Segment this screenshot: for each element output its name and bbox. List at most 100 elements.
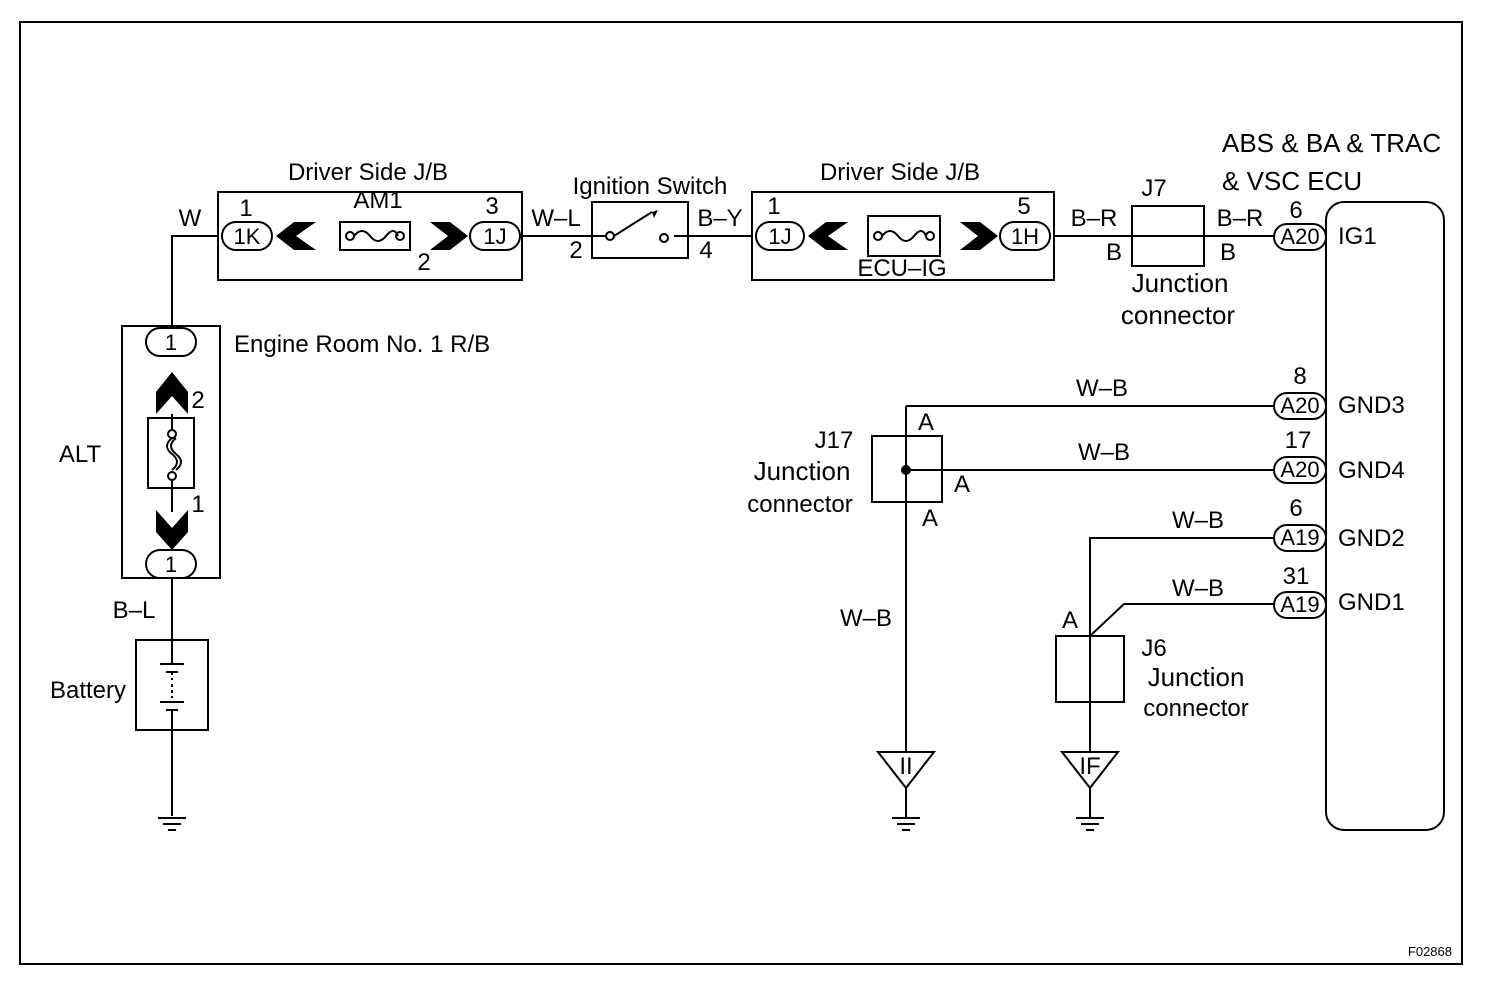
engine-room-top-pin: 2: [191, 387, 204, 414]
ignition-wire-out: B–Y: [697, 205, 742, 232]
j7-wire-in: B–R: [1071, 205, 1118, 232]
jb1-fuse-icon: [345, 230, 405, 242]
ecu-gnd3-wire: W–B: [1076, 375, 1128, 402]
ecu-ig1-connector: A20: [1280, 224, 1319, 249]
jb1-fuse-name: AM1: [353, 187, 402, 214]
ignition-pin-out: 4: [699, 237, 712, 264]
ignition-wire-in: W–L: [531, 205, 580, 232]
jb2-in-chevron-icon: [808, 222, 848, 250]
battery-wire: B–L: [113, 597, 156, 624]
ecu-terminal-gnd3: W–B 8 A20 GND3: [1076, 363, 1405, 420]
jb1-out-connector: 1J: [483, 224, 506, 249]
engine-room-relay-block: Engine Room No. 1 R/B 1 2 ALT 1 1: [59, 325, 490, 579]
ecu-gnd4-pin: 17: [1285, 427, 1312, 454]
j17-pin-top: A: [918, 409, 934, 436]
engine-room-fuse-name: ALT: [59, 441, 102, 468]
ignition-switch: Ignition Switch W–L 2 B–Y 4: [531, 173, 742, 264]
j7-id: J7: [1141, 175, 1166, 202]
ignition-switch-title: Ignition Switch: [573, 173, 728, 200]
jb2-fuse-name: ECU–IG: [857, 255, 946, 282]
ecu-gnd1-pin: 31: [1283, 563, 1310, 590]
battery-cell-icon: [160, 640, 184, 730]
engine-room-bottom-connector: 1: [165, 552, 177, 577]
ecu-terminal-gnd1: W–B 31 A19 GND1: [1172, 563, 1405, 619]
battery: B–L Battery: [50, 597, 209, 731]
engine-room-title: Engine Room No. 1 R/B: [234, 331, 490, 358]
figure-code: F02868: [1408, 944, 1452, 959]
jb1-title: Driver Side J/B: [288, 159, 448, 186]
jb1-out-pin: 3: [485, 193, 498, 220]
jb2-in-connector: 1J: [768, 224, 791, 249]
jb2-fuse-icon: [873, 230, 935, 242]
jb2-title: Driver Side J/B: [820, 159, 980, 186]
j6-junction-connector: A J6 Junction connector: [1055, 607, 1249, 722]
ecu-title-2: & VSC ECU: [1222, 166, 1362, 196]
ground-ii-symbol-icon: [892, 817, 920, 831]
ground-if-symbol-icon: [1076, 817, 1104, 831]
j7-label-1: Junction: [1132, 268, 1229, 298]
j17-id: J17: [815, 427, 854, 454]
engine-room-up-chevron-icon: [156, 372, 188, 414]
jb2-out-chevron-icon: [960, 222, 998, 250]
j17-pin-bottom: A: [922, 505, 938, 532]
battery-ground-icon: [158, 817, 186, 831]
j7-wire-in-2: B: [1106, 239, 1122, 266]
jb2-out-connector: 1H: [1011, 224, 1039, 249]
ecu-terminal-gnd2: W–B 6 A19 GND2: [1172, 495, 1405, 552]
ecu-gnd4-name: GND4: [1338, 457, 1405, 484]
j17-splice-dot-icon: [901, 465, 911, 475]
jb2-out-pin: 5: [1017, 193, 1030, 220]
ecu-terminal-ig1: B–R 6 A20 IG1: [1217, 197, 1377, 251]
ecu-terminal-gnd4: W–B 17 A20 GND4: [1078, 427, 1405, 484]
ecu-ig1-pin: 6: [1289, 197, 1302, 224]
jb1-in-chevron-icon: [276, 222, 316, 250]
ecu-gnd1-wire: W–B: [1172, 575, 1224, 602]
ecu-gnd3-pin: 8: [1293, 363, 1306, 390]
jb1-in-pin: 1: [239, 195, 252, 222]
diagram-frame: [19, 21, 1463, 965]
ground-if-label: IF: [1079, 753, 1100, 780]
ecu-gnd4-wire: W–B: [1078, 439, 1130, 466]
junction-block-2: Driver Side J/B 1 1J ECU–IG 5 1H: [751, 159, 1055, 282]
jb1-out-chevron-icon: [430, 222, 468, 250]
ecu-gnd3-name: GND3: [1338, 392, 1405, 419]
ecu-gnd2-pin: 6: [1289, 495, 1302, 522]
j17-label-2: connector: [747, 491, 852, 518]
j7-label-2: connector: [1121, 300, 1236, 330]
j17-label-1: Junction: [754, 456, 851, 486]
ground-ii: II: [875, 751, 937, 831]
ground-ii-label: II: [899, 753, 912, 780]
engine-room-top-connector: 1: [165, 330, 177, 355]
ecu-gnd1-connector: A19: [1280, 592, 1319, 617]
ecu-gnd2-name: GND2: [1338, 525, 1405, 552]
ecu-ig1-wire: B–R: [1217, 205, 1264, 232]
j6-id: J6: [1141, 635, 1166, 662]
j6-pin-top: A: [1062, 607, 1078, 634]
ecu-gnd1-name: GND1: [1338, 589, 1405, 616]
ecu-gnd3-connector: A20: [1280, 393, 1319, 418]
j7-junction-connector: J7 B–R B B Junction connector: [1071, 175, 1236, 330]
engine-room-down-chevron-icon: [156, 510, 188, 550]
j17-junction-connector: J17 Junction connector A A A W–B: [747, 409, 970, 632]
battery-label: Battery: [50, 677, 126, 704]
jb1-in-connector: 1K: [234, 224, 261, 249]
ecu-title-1: ABS & BA & TRAC: [1222, 128, 1441, 158]
j17-pin-right: A: [954, 471, 970, 498]
j7-wire-out-2: B: [1220, 239, 1236, 266]
ground-if: IF: [1059, 751, 1121, 831]
ecu-gnd2-wire: W–B: [1172, 507, 1224, 534]
ignition-pin-in: 2: [569, 237, 582, 264]
alt-fuse-icon: [166, 429, 182, 481]
j6-label-2: connector: [1143, 695, 1248, 722]
junction-block-1: Driver Side J/B 1 1K AM1 2 3 1J: [217, 159, 523, 281]
wires: [171, 235, 1274, 818]
ecu-ig1-name: IG1: [1338, 223, 1377, 250]
wire-w-label: W: [179, 205, 202, 232]
ecu-gnd2-connector: A19: [1280, 525, 1319, 550]
jb1-inner-pin: 2: [417, 249, 430, 276]
engine-room-bottom-pin: 1: [191, 491, 204, 518]
j17-wire-down: W–B: [840, 605, 892, 632]
jb2-in-pin: 1: [767, 193, 780, 220]
ecu-block: ABS & BA & TRAC & VSC ECU: [1222, 128, 1445, 831]
